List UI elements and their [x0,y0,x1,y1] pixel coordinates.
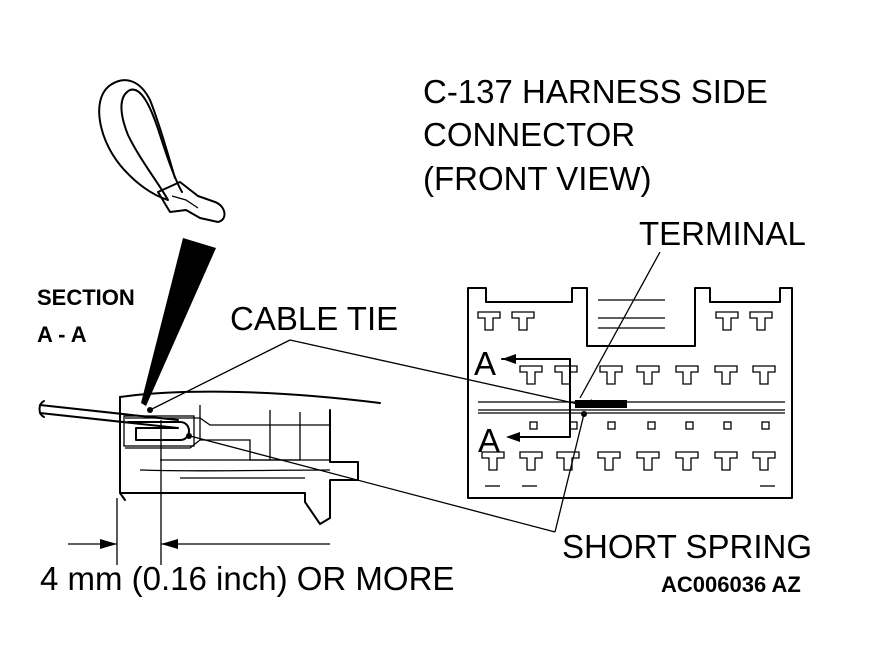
section-label-line-2: A - A [37,322,87,347]
section-marker-bottom: A [478,422,500,459]
cable-tie-label: CABLE TIE [230,300,398,337]
cable-tie-illustration [98,79,226,406]
dimension-label: 4 mm (0.16 inch) OR MORE [40,560,454,597]
figure-code: AC006036 AZ [661,572,801,597]
terminal-label: TERMINAL [639,215,806,252]
connector-front-view [467,287,793,499]
section-label-line-1: SECTION [37,285,135,310]
leader-lines [147,251,661,533]
title-line-1: C-137 HARNESS SIDE [423,73,768,110]
title-line-3: (FRONT VIEW) [423,160,652,197]
dimension-callout [68,420,330,565]
section-marker-top: A [474,345,496,382]
section-view [38,390,381,525]
short-spring-label: SHORT SPRING [562,528,812,565]
short-spring-bar [575,400,627,408]
title-line-2: CONNECTOR [423,116,635,153]
pointer-wedge [141,238,216,406]
